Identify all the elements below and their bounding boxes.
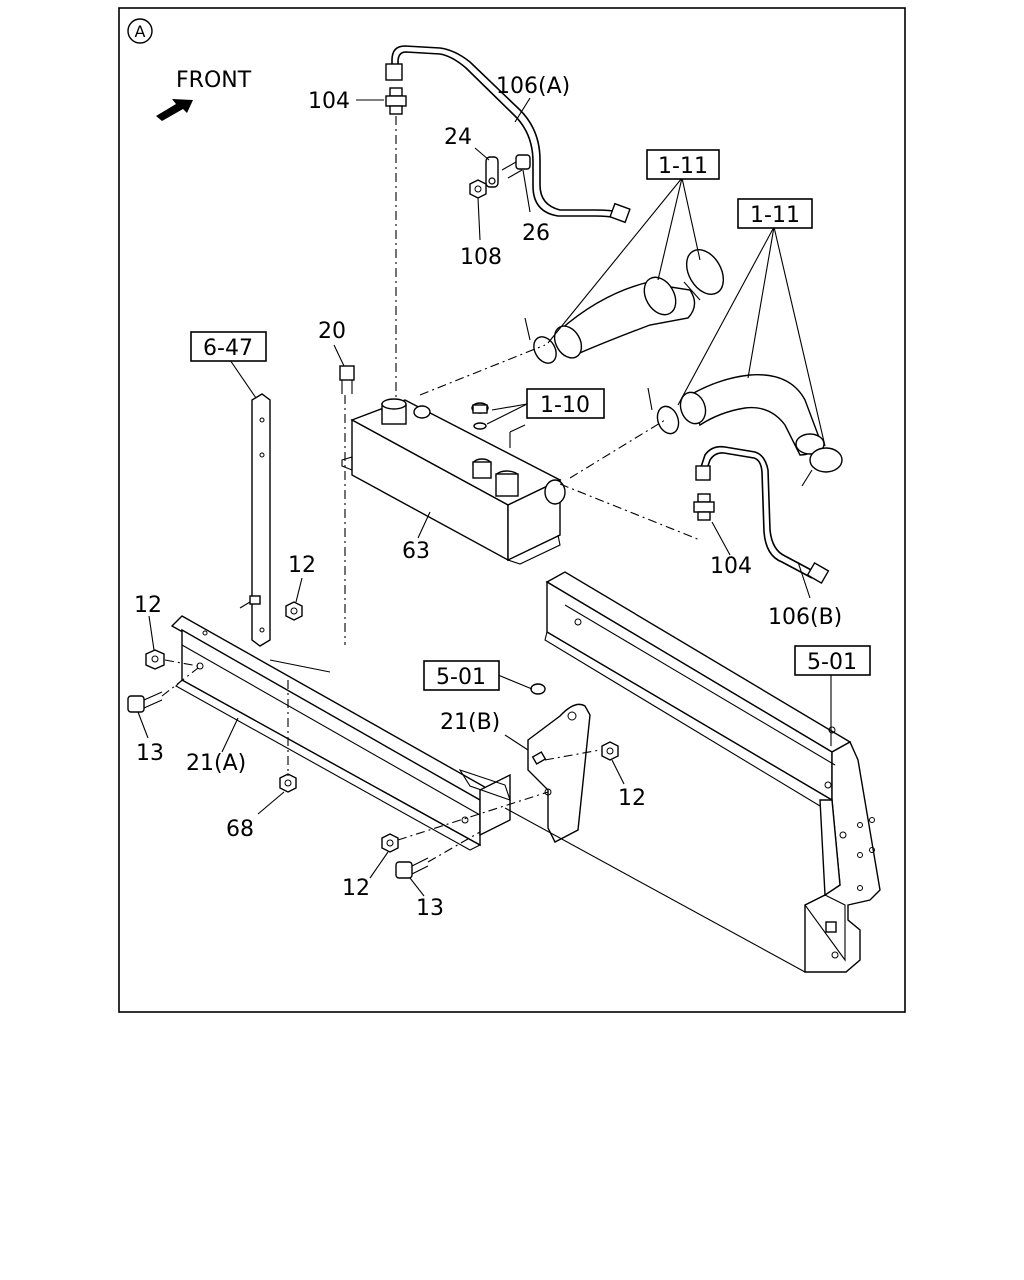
ref-box-1-11-a: 1-11 — [646, 149, 720, 180]
callout-108: 108 — [460, 245, 502, 270]
ref-text-1-11-a: 1-11 — [658, 154, 708, 179]
callout-21b: 21(B) — [440, 710, 500, 735]
ref-text-1-10: 1-10 — [540, 393, 590, 418]
nut-12-a — [145, 649, 165, 670]
bolt-13-b — [395, 857, 429, 879]
nut-12-d — [381, 833, 399, 853]
fitting-104-right — [693, 493, 715, 521]
ref-text-6-47: 6-47 — [203, 336, 253, 361]
nut-108 — [469, 179, 487, 199]
bracket-6-47 — [251, 393, 271, 647]
callout-20: 20 — [318, 319, 346, 344]
bolt-26 — [501, 154, 531, 179]
callout-21a: 21(A) — [186, 751, 246, 776]
view-marker: A — [127, 18, 153, 44]
ref-box-1-10: 1-10 — [526, 388, 605, 419]
nut-12-c — [601, 741, 619, 761]
view-marker-text: A — [135, 22, 146, 41]
callout-12-a: 12 — [134, 593, 162, 618]
callout-104-right: 104 — [710, 554, 752, 579]
bracket-21b — [527, 703, 591, 843]
callout-12-d: 12 — [342, 876, 370, 901]
nut-12-b — [285, 601, 303, 621]
ref-text-5-01-a: 5-01 — [436, 665, 486, 690]
bolt-12-b — [239, 595, 261, 609]
oil-cooler-63 — [341, 398, 566, 565]
callout-104-top: 104 — [308, 89, 350, 114]
ref-text-5-01-b: 5-01 — [807, 650, 857, 675]
callout-68: 68 — [226, 817, 254, 842]
ref-text-1-11-b: 1-11 — [750, 203, 800, 228]
front-arrow-icon — [156, 99, 193, 121]
callout-13-a: 13 — [136, 741, 164, 766]
nut-68 — [279, 773, 297, 793]
diagram-frame — [118, 7, 906, 1013]
callout-63: 63 — [402, 539, 430, 564]
bolt-13-a — [127, 691, 163, 713]
leader-lines — [137, 97, 832, 897]
callout-12-c: 12 — [618, 786, 646, 811]
front-label: FRONT — [176, 68, 252, 93]
clip-24 — [485, 156, 499, 188]
frame-rail-5-01 — [544, 571, 881, 973]
ref-box-1-11-b: 1-11 — [737, 198, 813, 229]
callout-24: 24 — [444, 125, 472, 150]
crossmember-21a — [170, 615, 511, 851]
washer-5-01 — [530, 683, 546, 695]
callout-13-b: 13 — [416, 896, 444, 921]
ref-box-5-01-b: 5-01 — [794, 645, 871, 676]
callout-12-b: 12 — [288, 553, 316, 578]
hose-1-11-lower — [647, 374, 843, 487]
ref-box-5-01-a: 5-01 — [423, 660, 500, 691]
ref-box-6-47: 6-47 — [190, 331, 267, 362]
callout-26: 26 — [522, 221, 550, 246]
hose-1-11-upper — [524, 249, 725, 364]
bolt-20 — [339, 365, 355, 394]
pipe-106b — [695, 445, 830, 585]
plug-1-10 — [471, 402, 489, 430]
callout-106a: 106(A) — [496, 74, 570, 99]
fitting-104-top — [385, 87, 407, 115]
pipe-106a — [385, 45, 631, 224]
callout-106b: 106(B) — [768, 605, 842, 630]
